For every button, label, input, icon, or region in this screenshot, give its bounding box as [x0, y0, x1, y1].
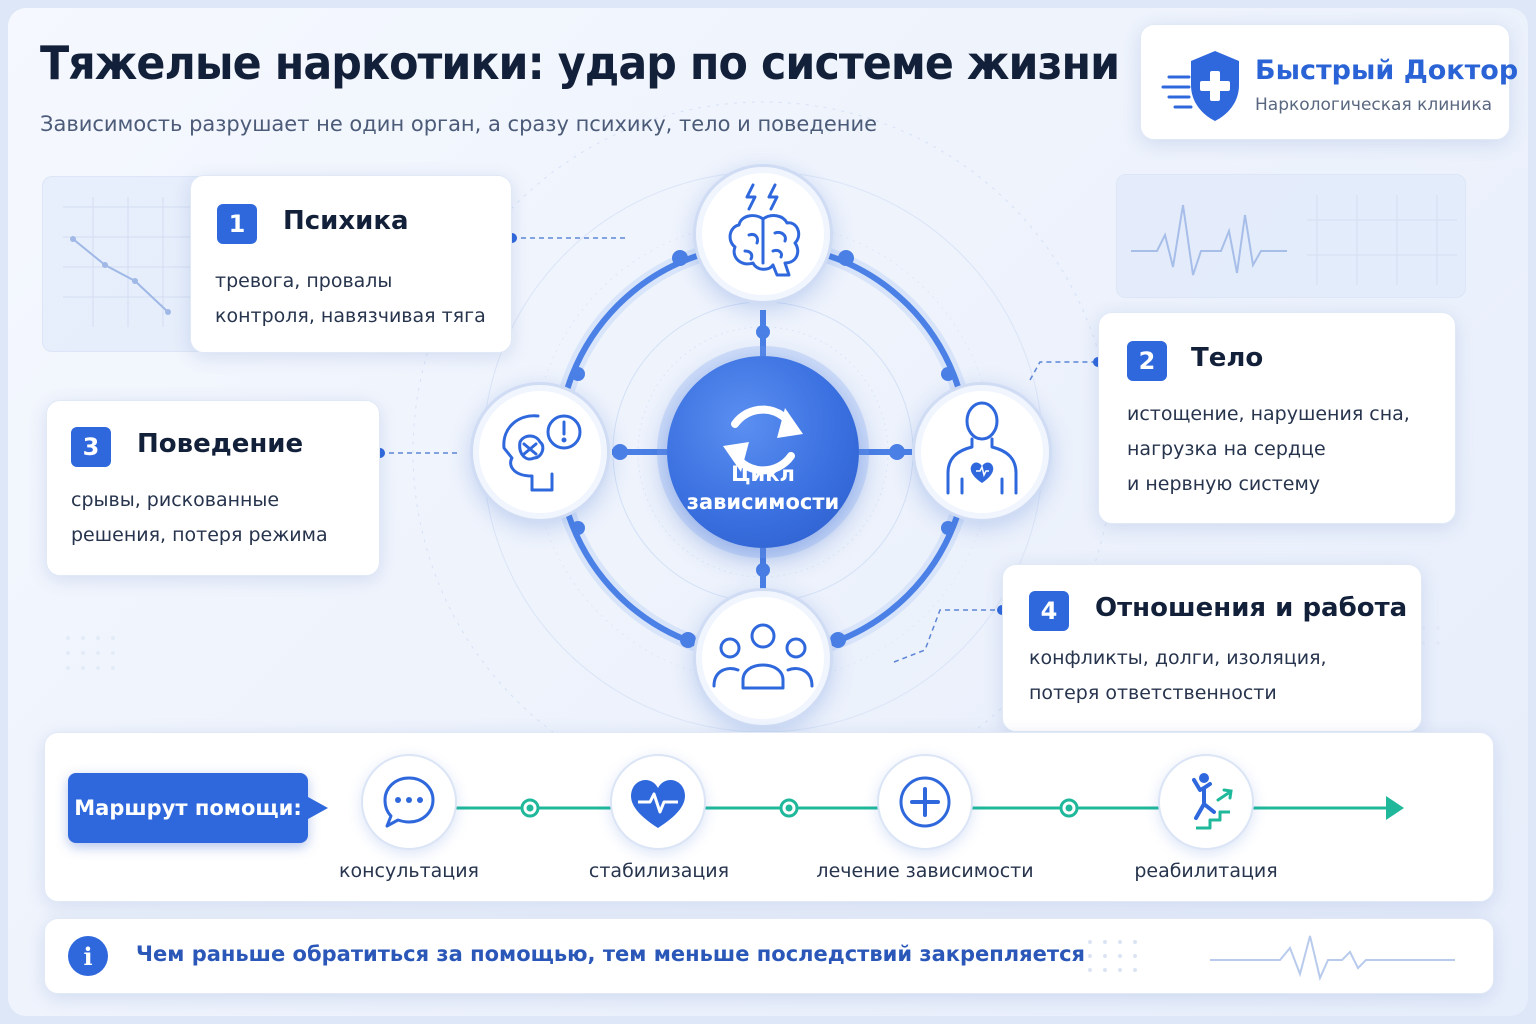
factor-title: Отношения и работа: [1095, 593, 1408, 623]
hub-label-line-2: зависимости: [686, 490, 840, 514]
factor-description-line: нагрузка на сердце: [1127, 438, 1326, 460]
climbing-stairs-icon: [1192, 773, 1233, 830]
heart-pulse-icon: [631, 779, 685, 828]
factor-description-line: контроля, навязчивая тяга: [215, 305, 486, 327]
page-title: Тяжелые наркотики: удар по системе жизни: [40, 36, 1120, 90]
clinic-name: Быстрый Доктор: [1255, 55, 1519, 86]
trend-down-icon: [63, 197, 193, 327]
decorative-ecg-panel: [1116, 174, 1466, 298]
body-heart-icon: [946, 401, 1018, 495]
help-route-label: Маршрут помощи:: [68, 773, 328, 843]
decorative-chart-panel: [42, 176, 212, 352]
factor-description-line: тревога, провалы: [215, 270, 393, 292]
route-step-treatment[interactable]: [877, 754, 973, 850]
route-step-consultation[interactable]: [361, 754, 457, 850]
hub-label: Цикл зависимости: [667, 460, 859, 516]
factor-number: 3: [71, 427, 111, 467]
factor-description-line: потеря ответственности: [1029, 682, 1277, 704]
factor-description: конфликты, долги, изоляция, потеря ответ…: [1029, 641, 1327, 711]
route-step-label: лечение зависимости: [816, 860, 1034, 882]
route-step-stabilization[interactable]: [610, 754, 706, 850]
factor-number: 4: [1029, 591, 1069, 631]
node-behavior[interactable]: [470, 382, 610, 522]
node-body[interactable]: [912, 382, 1052, 522]
factor-card-behavior[interactable]: 3 Поведение срывы, рискованные решения, …: [46, 400, 380, 576]
factor-title: Психика: [283, 206, 409, 236]
route-step-rehabilitation[interactable]: [1158, 754, 1254, 850]
factor-description: тревога, провалы контроля, навязчивая тя…: [215, 264, 486, 334]
hub-label-line-1: Цикл: [731, 462, 795, 486]
factor-description: срывы, рискованные решения, потеря режим…: [71, 483, 328, 553]
factor-title: Поведение: [137, 429, 304, 459]
page-subtitle: Зависимость разрушает не один орган, а с…: [40, 112, 878, 136]
factor-description-line: и нервную систему: [1127, 473, 1321, 495]
head-alert-icon: [502, 414, 582, 492]
early-help-note: [44, 918, 1494, 994]
factor-description-line: истощение, нарушения сна,: [1127, 403, 1410, 425]
medical-shield-icon: [1161, 51, 1239, 121]
node-relations[interactable]: [693, 588, 833, 728]
route-step-label: реабилитация: [1134, 860, 1278, 882]
node-psyche[interactable]: [693, 164, 833, 304]
factor-number: 1: [217, 204, 257, 244]
clinic-tagline: Наркологическая клиника: [1255, 95, 1493, 115]
factor-card-psyche[interactable]: 1 Психика тревога, провалы контроля, нав…: [190, 175, 512, 353]
factor-card-relations[interactable]: 4 Отношения и работа конфликты, долги, и…: [1002, 564, 1422, 732]
brain-icon: [728, 183, 801, 277]
chat-bubble-icon: [383, 776, 435, 828]
addiction-cycle-hub[interactable]: Цикл зависимости: [667, 356, 859, 548]
factor-number: 2: [1127, 341, 1167, 381]
cycle-arrows-icon: [723, 405, 803, 475]
clinic-logo-card[interactable]: Быстрый Доктор Наркологическая клиника: [1140, 24, 1518, 140]
factor-card-body[interactable]: 2 Тело истощение, нарушения сна, нагрузк…: [1098, 312, 1456, 524]
ecg-wave-icon: [1131, 195, 1457, 285]
route-step-label: консультация: [339, 860, 479, 882]
info-icon: i: [68, 936, 108, 976]
medical-cross-icon: [899, 776, 951, 828]
early-help-note-text: Чем раньше обратиться за помощью, тем ме…: [136, 942, 1085, 966]
factor-description-line: решения, потеря режима: [71, 524, 328, 546]
route-step-label: стабилизация: [588, 860, 730, 882]
factor-description-line: срывы, рискованные: [71, 489, 280, 511]
note-ecg-decor-icon: [1088, 935, 1455, 982]
factor-description: истощение, нарушения сна, нагрузка на се…: [1127, 397, 1410, 502]
factor-description-line: конфликты, долги, изоляция,: [1029, 647, 1327, 669]
factor-title: Тело: [1191, 343, 1264, 373]
people-group-icon: [712, 623, 814, 690]
